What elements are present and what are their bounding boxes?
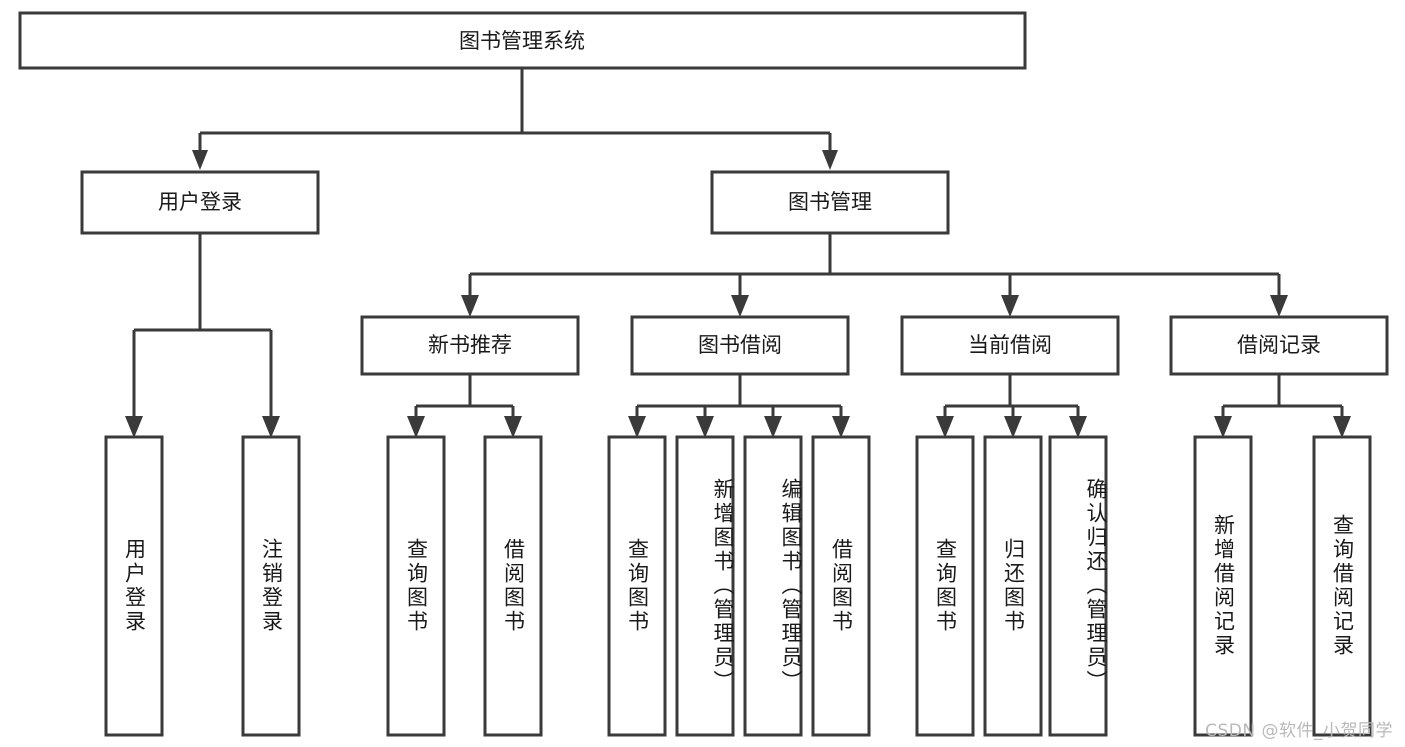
node-user-login-box[interactable] [80, 170, 320, 235]
arrow-head-icon [1004, 416, 1022, 438]
arrow-head-icon [504, 416, 522, 438]
arrow-head-icon [1001, 295, 1019, 317]
node-current-borrow-box[interactable] [900, 315, 1120, 376]
node-new-book-recommend-label: 新书推荐 [428, 333, 512, 357]
node-book-management[interactable]: 图书管理 [710, 170, 950, 235]
node-borrow-record-label: 借阅记录 [1237, 333, 1321, 357]
node-current-borrow[interactable]: 当前借阅 [900, 315, 1120, 376]
arrow-head-icon [764, 416, 782, 438]
connector-book-borrow-to-leaves [628, 374, 850, 438]
arrow-head-icon [407, 416, 425, 438]
node-book-borrow-label: 图书借阅 [698, 333, 782, 357]
node-book-management-label: 图书管理 [788, 190, 872, 214]
leaf-box-new-book-0[interactable] [386, 435, 446, 737]
node-borrow-record[interactable]: 借阅记录 [1169, 315, 1389, 376]
arrow-head-icon [125, 416, 143, 438]
connector-root-to-level2 [192, 68, 838, 170]
node-root[interactable]: 图书管理系统 [18, 11, 1027, 70]
node-root-box[interactable] [18, 11, 1027, 70]
node-new-book-recommend-box[interactable] [360, 315, 580, 376]
leaf-box-current-borrow-0[interactable] [915, 435, 975, 737]
leaf-box-user-login-1[interactable] [241, 435, 301, 737]
arrow-head-icon [696, 416, 714, 438]
arrow-head-icon [936, 416, 954, 438]
arrow-head-icon [1333, 416, 1351, 438]
leaf-box-user-login-0[interactable] [104, 435, 164, 737]
node-new-book-recommend[interactable]: 新书推荐 [360, 315, 580, 376]
arrow-head-icon [192, 150, 208, 170]
leaf-box-borrow-record-0[interactable] [1193, 435, 1253, 737]
leaf-box-borrow-record-1[interactable] [1312, 435, 1372, 737]
leaf-box-current-borrow-1[interactable] [983, 435, 1043, 737]
arrow-head-icon [1069, 416, 1087, 438]
connector-borrow-record-to-leaves [1214, 374, 1351, 438]
node-user-login-label: 用户登录 [158, 190, 242, 214]
arrow-head-icon [822, 150, 838, 170]
connector-user-login-to-leaves [125, 233, 280, 438]
arrow-head-icon [262, 416, 280, 438]
node-user-login[interactable]: 用户登录 [80, 170, 320, 235]
leaf-box-book-borrow-2[interactable] [743, 435, 803, 737]
leaf-box-book-borrow-0[interactable] [607, 435, 667, 737]
connector-current-borrow-to-leaves [936, 374, 1087, 438]
node-root-label: 图书管理系统 [459, 29, 585, 53]
node-current-borrow-label: 当前借阅 [968, 333, 1052, 357]
connector-book-management-to-level3 [461, 233, 1288, 317]
connector-new-book-to-leaves [407, 374, 522, 438]
arrow-head-icon [1270, 295, 1288, 317]
leaf-box-current-borrow-2[interactable] [1048, 435, 1108, 737]
arrow-head-icon [832, 416, 850, 438]
leaf-box-book-borrow-1[interactable] [675, 435, 735, 737]
leaf-box-new-book-1[interactable] [483, 435, 543, 737]
csdn-watermark: CSDN @软件_小贺同学 [1205, 721, 1393, 741]
arrow-head-icon [731, 295, 749, 317]
arrow-head-icon [1214, 416, 1232, 438]
arrow-head-icon [461, 295, 479, 317]
leaf-box-book-borrow-3[interactable] [811, 435, 871, 737]
arrow-head-icon [628, 416, 646, 438]
node-book-borrow[interactable]: 图书借阅 [630, 315, 850, 376]
